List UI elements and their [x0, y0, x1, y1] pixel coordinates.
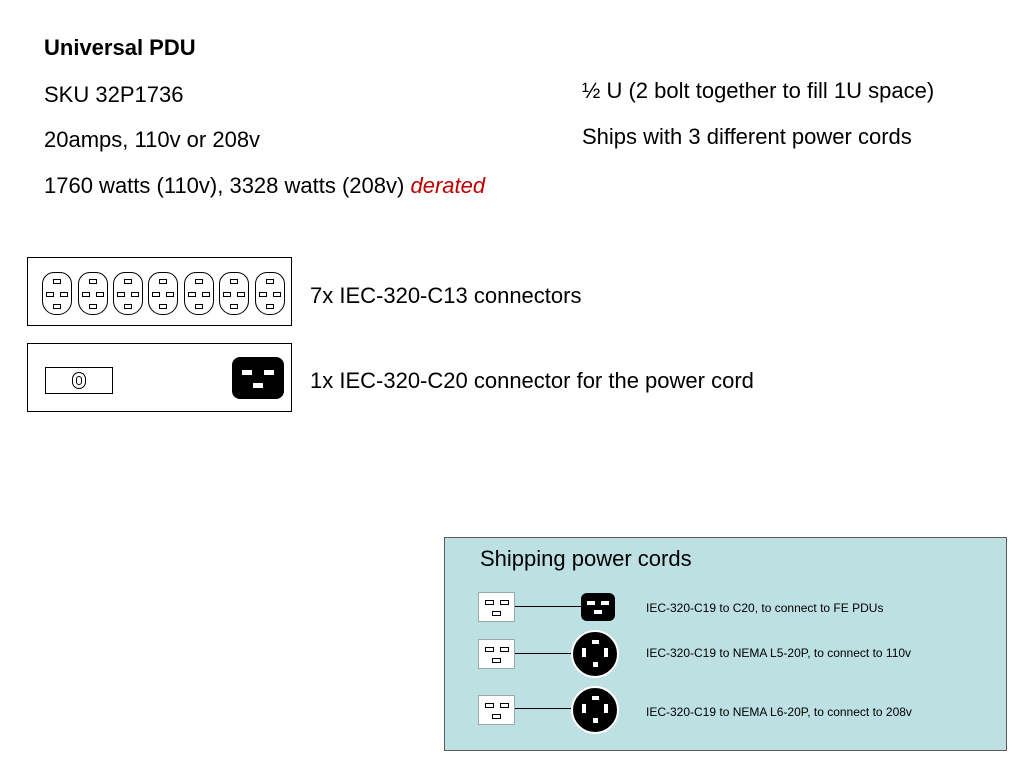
- derated-note: derated: [410, 173, 486, 198]
- c20-label: 1x IEC-320-C20 connector for the power c…: [310, 368, 754, 393]
- c13-outlet-icon: [184, 272, 214, 315]
- rating-text: 20amps, 110v or 208v: [44, 127, 261, 152]
- cord-item: IEC-320-C19 to NEMA L6-20P, to connect t…: [445, 686, 1006, 734]
- c13-outlet-icon: [113, 272, 143, 315]
- c13-outlet-icon: [42, 272, 72, 315]
- watts-line: 1760 watts (110v), 3328 watts (208v) der…: [44, 173, 485, 199]
- cord-label: IEC-320-C19 to NEMA L6-20P, to connect t…: [646, 705, 912, 719]
- fuse-icon: [72, 372, 86, 389]
- c13-outlet-icon: [219, 272, 249, 315]
- panel-title: Shipping power cords: [480, 546, 692, 571]
- shipping-cords-panel: Shipping power cords IEC-320-C19 to C20,…: [444, 537, 1007, 751]
- cord-item: IEC-320-C19 to C20, to connect to FE PDU…: [445, 589, 1006, 629]
- c19-plug-icon: [478, 639, 515, 669]
- c13-outlet-icon: [78, 272, 108, 315]
- cord-label: IEC-320-C19 to NEMA L5-20P, to connect t…: [646, 646, 912, 660]
- cords-text: Ships with 3 different power cords: [582, 124, 912, 149]
- c20-connector-strip: [27, 343, 292, 412]
- cord-label: IEC-320-C19 to C20, to connect to FE PDU…: [646, 601, 884, 615]
- size-text: ½ U (2 bolt together to fill 1U space): [582, 78, 935, 103]
- sku-text: SKU 32P1736: [44, 82, 184, 107]
- nema-l5-20p-icon: [571, 630, 619, 678]
- c13-connector-strip: [27, 257, 292, 326]
- c20-inlet-icon: [232, 357, 284, 399]
- breaker-box: [45, 367, 113, 394]
- c13-outlet-icon: [148, 272, 178, 315]
- c20-plug-icon: [581, 593, 615, 621]
- cable-line: [515, 606, 581, 607]
- nema-l6-20p-icon: [571, 686, 619, 734]
- c19-plug-icon: [478, 592, 515, 622]
- cord-item: IEC-320-C19 to NEMA L5-20P, to connect t…: [445, 630, 1006, 678]
- c13-outlet-icon: [255, 272, 285, 315]
- watts-text: 1760 watts (110v), 3328 watts (208v): [44, 173, 405, 198]
- cable-line: [515, 708, 571, 709]
- c13-label: 7x IEC-320-C13 connectors: [310, 283, 582, 308]
- c19-plug-icon: [478, 695, 515, 725]
- cable-line: [515, 653, 571, 654]
- page-title: Universal PDU: [44, 35, 196, 60]
